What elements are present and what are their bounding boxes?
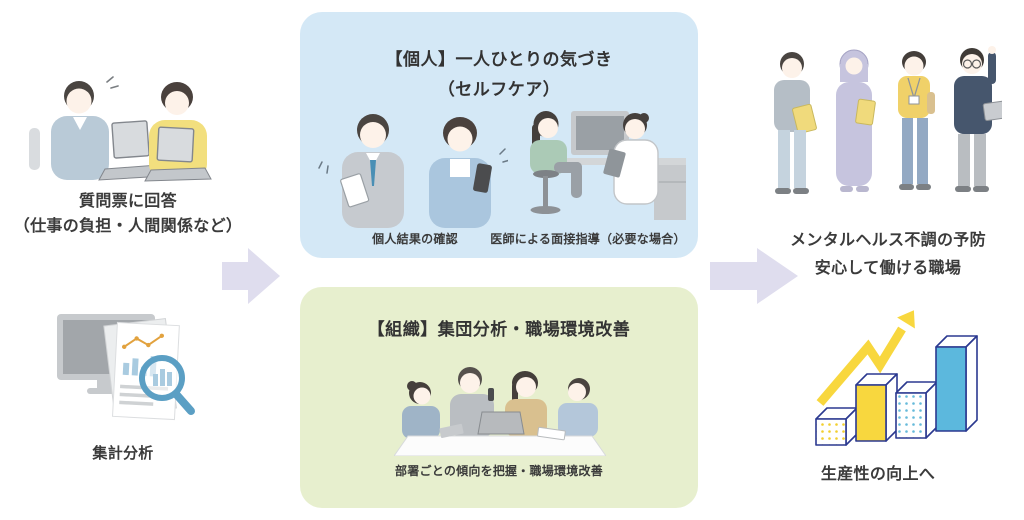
bar-1: [815, 407, 858, 446]
doctor-interview-illustration: [530, 111, 686, 220]
tie: [370, 160, 376, 186]
flow-arrow-right-icon: [710, 248, 798, 304]
questionnaire-caption-line2: （仕事の負担・人間関係など）: [13, 216, 243, 235]
meeting-table: [394, 435, 606, 456]
doctor-interview-caption: 医師による面接指導（必要な場合）: [490, 232, 686, 246]
worker-4: [954, 46, 1002, 192]
yellow-folder-icon: [855, 98, 876, 126]
laptop-icon: [982, 100, 1002, 121]
clipboard-icon: [603, 148, 626, 178]
organization-box-title: 【組織】集団分析・職場環境改善: [367, 320, 631, 340]
tablet-icon: [439, 423, 464, 438]
bar-chart-icon: [122, 362, 130, 376]
personal-results-caption: 個人結果の確認: [372, 232, 458, 246]
organization-caption: 部署ごとの傾向を把握・職場環境改善: [395, 464, 603, 478]
questionnaire-caption-line1: 質問票に回答: [79, 191, 177, 210]
patient: [530, 111, 582, 214]
individual-box-title-line1: 【個人】一人ひとりの気づき: [385, 50, 613, 70]
outcome-caption-line1: メンタルヘルス不調の予防: [790, 230, 986, 249]
result-sheet: [340, 173, 370, 208]
worker-1: [774, 52, 817, 194]
pointing-hand: [988, 46, 996, 54]
doctor: [603, 113, 659, 205]
bar-2: [855, 373, 898, 442]
laptop-icon: [156, 126, 195, 163]
organization-improvement-box: 【組織】集団分析・職場環境改善: [300, 287, 698, 508]
sparkle-icon: [318, 161, 329, 174]
line-chart-icon: [123, 334, 163, 348]
phone-icon: [473, 163, 492, 193]
analysis-illustration: [57, 314, 195, 421]
questionnaire-illustration: [29, 76, 212, 182]
outcome-caption-line2: 安心して働ける職場: [814, 258, 962, 277]
team-meeting-illustration: [394, 367, 606, 456]
individual-box-title-line2: （セルフケア）: [437, 80, 561, 100]
phone-icon: [488, 388, 494, 401]
suit: [342, 152, 404, 228]
growth-arrow-icon: [816, 310, 915, 406]
man-jacket: [51, 116, 109, 180]
magnifier-icon: [139, 355, 195, 415]
bottle-icon: [927, 92, 935, 114]
sparkle-icon: [106, 76, 119, 89]
laptop-icon: [477, 411, 525, 435]
productivity-chart-illustration: [815, 310, 978, 446]
laptop-icon: [111, 120, 150, 159]
productivity-caption: 生産性の向上へ: [820, 464, 936, 483]
worker-3: [898, 51, 935, 190]
personal-results-illustration: [318, 114, 508, 228]
sparkle-icon: [499, 148, 508, 163]
bar-4: [935, 335, 978, 432]
glasses-icon: [962, 59, 973, 69]
healthy-workplace-illustration: [774, 46, 1002, 194]
id-badge-icon: [908, 95, 920, 105]
bar-3: [895, 381, 938, 439]
worker-2: [836, 49, 876, 192]
yellow-folder-icon: [792, 103, 817, 134]
analysis-caption: 集計分析: [92, 444, 154, 462]
documents-icon: [537, 426, 566, 441]
flow-arrow-left-icon: [222, 248, 280, 304]
